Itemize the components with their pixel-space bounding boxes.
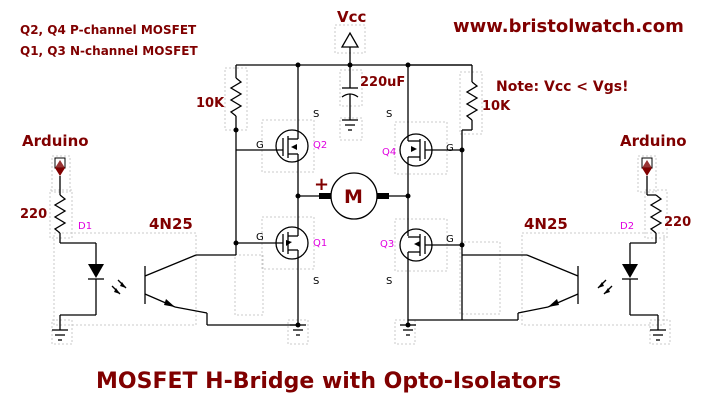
diode-label-right: D2: [620, 221, 634, 232]
diode-label-left: D1: [78, 221, 92, 232]
input-pin-right: [641, 157, 653, 195]
q2-source-label: S: [313, 109, 319, 120]
q3-source-label: S: [386, 276, 392, 287]
resistor-label-left: 220: [20, 207, 47, 222]
pullup-label-right: 10K: [482, 99, 511, 114]
mosfet-q4: [399, 133, 462, 167]
ground-right-input: [650, 329, 666, 341]
capacitor-label: 220uF: [360, 75, 405, 90]
q1-label: Q1: [313, 238, 327, 249]
resistor-10k-left: [229, 65, 243, 255]
website-label: www.bristolwatch.com: [453, 16, 684, 37]
mosfet-q2: [236, 129, 309, 163]
mosfet-q3: [399, 228, 462, 262]
pullup-label-left: 10K: [196, 96, 225, 111]
q1-source-label: S: [313, 276, 319, 287]
q1-gate-label: G: [256, 232, 264, 243]
resistor-220-right: [630, 194, 663, 244]
motor: [298, 172, 408, 220]
q2-label: Q2: [313, 140, 327, 151]
q4-gate-label: G: [446, 143, 454, 154]
opto-4n25-right: [408, 243, 659, 330]
mosfet-q1: [236, 226, 309, 260]
arduino-label-right: Arduino: [620, 132, 687, 150]
arduino-label-left: Arduino: [22, 132, 89, 150]
capacitor-220uf: [341, 65, 359, 131]
vcc-label: Vcc: [337, 8, 366, 26]
opto-label-right: 4N25: [524, 215, 568, 233]
vcc-symbol: [340, 31, 360, 65]
ground-left-input: [52, 329, 68, 341]
resistor-220-left: [53, 194, 96, 244]
resistor-label-right: 220: [664, 215, 691, 230]
component-outlines: [49, 24, 671, 345]
opto-label-left: 4N25: [149, 215, 193, 233]
note-label: Note: Vcc < Vgs!: [496, 79, 628, 95]
opto-4n25-left: [59, 243, 298, 330]
q4-label: Q4: [382, 147, 396, 158]
ground-q3: [400, 324, 416, 336]
q4-source-label: S: [386, 109, 392, 120]
q3-label: Q3: [380, 239, 394, 250]
q2-gate-label: G: [256, 140, 264, 151]
input-pin-left: [54, 157, 66, 195]
mosfet-legend-line2: Q1, Q3 N-channel MOSFET: [20, 44, 198, 58]
resistor-10k-right: [408, 64, 479, 320]
diagram-title: MOSFET H-Bridge with Opto-Isolators: [96, 369, 561, 394]
motor-polarity: +: [314, 174, 329, 195]
motor-label: M: [344, 186, 363, 208]
q3-gate-label: G: [446, 234, 454, 245]
mosfet-legend-line1: Q2, Q4 P-channel MOSFET: [20, 23, 197, 37]
